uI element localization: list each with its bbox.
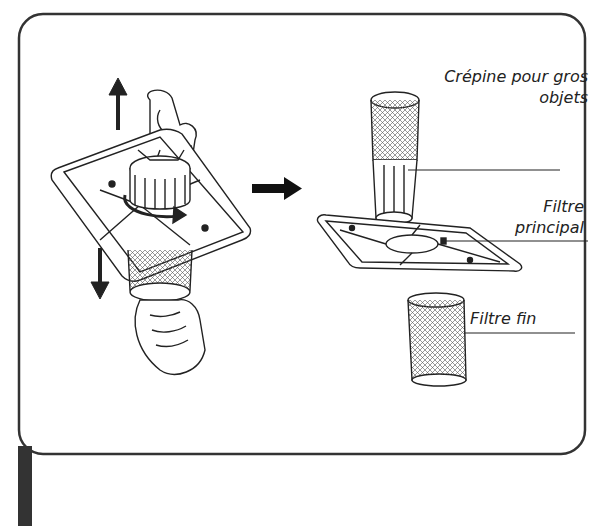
leader-line [443,240,588,241]
leader-line [464,332,575,333]
part-label: Crépine pour gros objets [438,66,588,108]
part-label: Filtre fin [470,308,580,329]
part-label: Filtre principal [488,196,584,238]
step-arrow [252,177,302,200]
exploded-parts [317,92,521,386]
motion-arrows [91,78,127,299]
leader-line [408,169,560,170]
assembled-filter [51,90,250,374]
side-bar [18,446,32,526]
leader-lines [408,170,588,333]
